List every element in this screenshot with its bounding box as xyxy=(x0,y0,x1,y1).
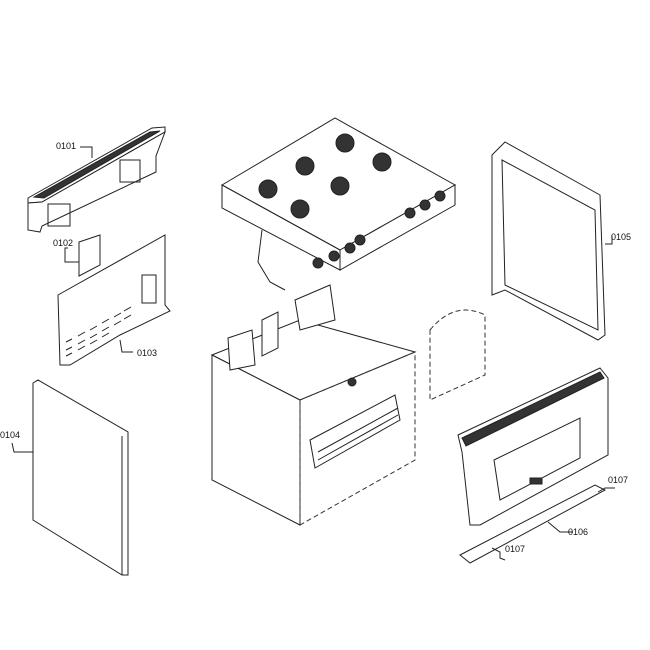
control-knobs xyxy=(312,190,446,269)
burner-grates xyxy=(258,133,392,219)
part-0102-cover-plate xyxy=(64,234,101,277)
label-0103: 0103 xyxy=(137,348,157,358)
label-0107-upper: 0107 xyxy=(608,475,628,485)
part-0106-door-handle xyxy=(459,484,607,564)
part-cooktop-assembly xyxy=(220,117,457,291)
label-0106: 0106 xyxy=(568,527,588,537)
part-oven-door xyxy=(457,367,609,526)
label-0107-lower: 0107 xyxy=(505,544,525,554)
part-0105-side-panel xyxy=(491,141,613,341)
part-0101-backguard xyxy=(27,126,166,233)
door-outline-dashed xyxy=(429,309,486,401)
part-oven-body xyxy=(210,284,417,526)
part-0103-back-panel xyxy=(57,234,171,366)
part-0107-leaders xyxy=(491,487,615,561)
label-0104: 0104 xyxy=(0,430,20,440)
oven-racks xyxy=(309,394,401,469)
part-0104-side-panel xyxy=(11,379,129,576)
label-0101: 0101 xyxy=(56,141,76,151)
label-0102: 0102 xyxy=(53,238,73,248)
label-0105: 0105 xyxy=(611,232,631,242)
